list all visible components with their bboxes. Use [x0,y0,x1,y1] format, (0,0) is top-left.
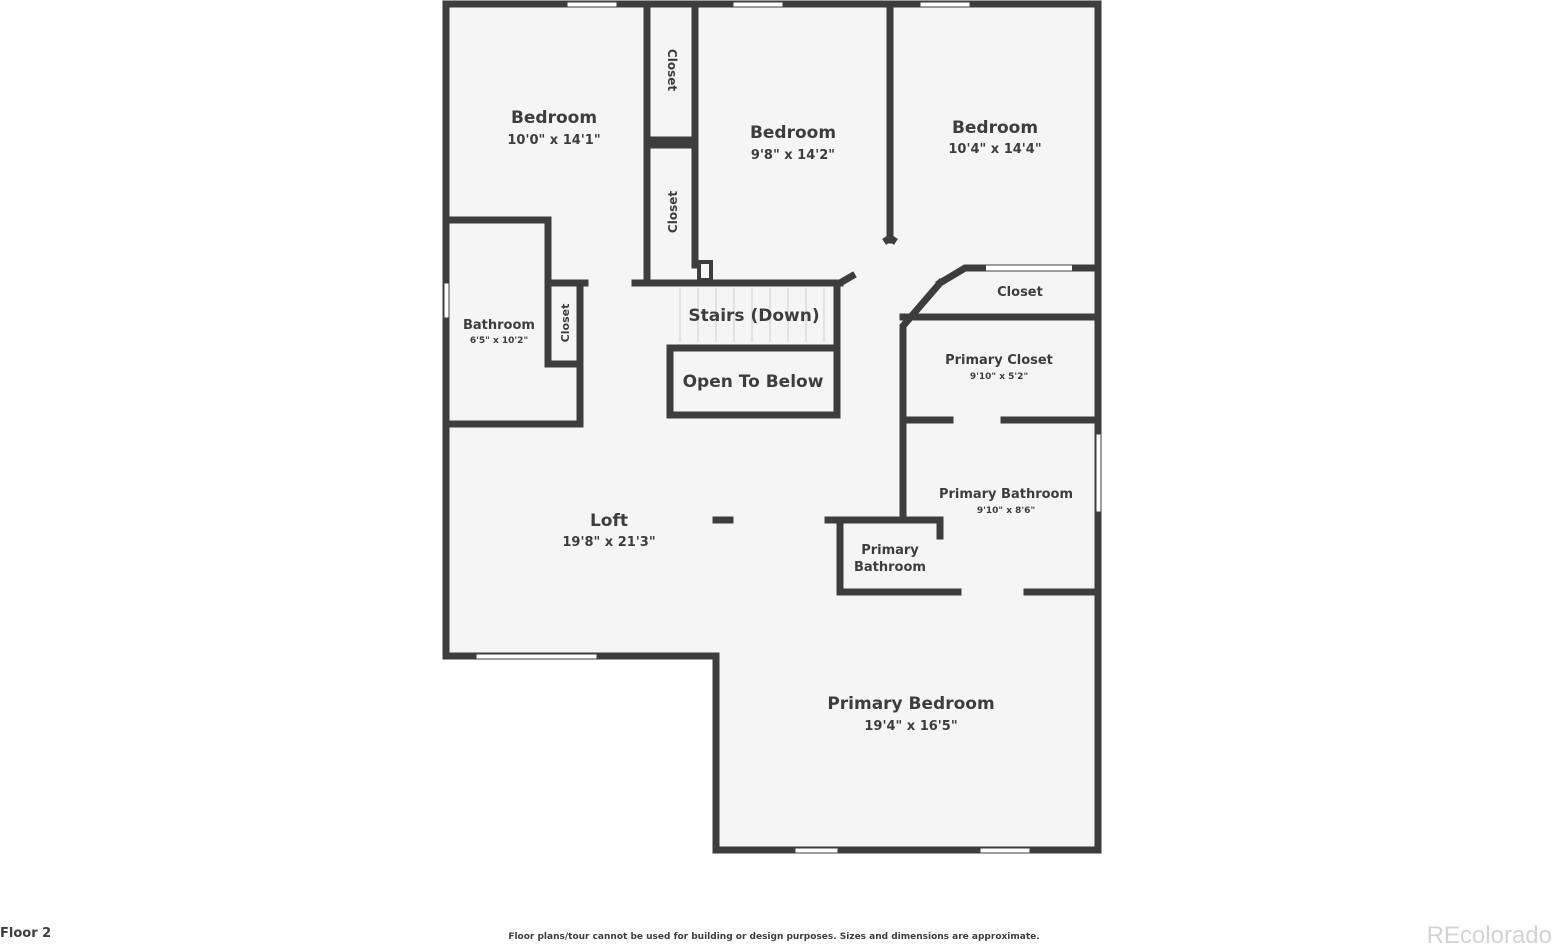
room-loft: Loft 19'8" x 21'3" [562,511,655,550]
room-dimensions: 9'10" x 5'2" [970,372,1028,382]
stair-treads [679,288,825,342]
room-dimensions: 10'0" x 14'1" [507,133,600,148]
room-name-line2: Bathroom [854,560,926,575]
room-dimensions: 10'4" x 14'4" [948,142,1041,157]
room-name: Primary Bathroom [939,487,1073,502]
room-name: Closet [666,191,680,233]
room-primary-wc: Primary Bathroom [854,543,926,575]
room-bedroom-ne: Bedroom 10'4" x 14'4" [948,118,1041,157]
room-primary-closet: Primary Closet 9'10" x 5'2" [945,353,1053,382]
room-dimensions: 9'10" x 8'6" [977,506,1035,516]
room-closet-2: Closet [666,191,680,233]
room-primary-bathroom: Primary Bathroom 9'10" x 8'6" [939,487,1073,516]
walls [442,0,1102,854]
room-name: Closet [559,304,572,343]
room-dimensions: 6'5" x 10'2" [470,336,528,346]
room-primary-bedroom: Primary Bedroom 19'4" x 16'5" [827,694,994,734]
room-name: Open To Below [683,372,824,392]
room-name: Primary Bedroom [827,694,994,714]
room-name: Primary Closet [945,353,1053,368]
windows [443,1,1101,853]
floor-area [446,4,1100,852]
room-closet-1: Closet [665,49,679,91]
room-name-line1: Primary [861,543,919,558]
room-dimensions: 19'4" x 16'5" [864,719,957,734]
room-bedroom-n: Bedroom 9'8" x 14'2" [750,123,836,163]
room-closet-3: Closet [559,304,572,343]
room-stairs: Stairs (Down) [688,306,819,326]
room-bathroom: Bathroom 6'5" x 10'2" [463,318,535,346]
room-name: Bathroom [463,318,535,333]
window-frames [443,1,1102,854]
room-name: Bedroom [952,118,1038,138]
room-name: Closet [665,49,679,91]
room-name: Bedroom [750,123,836,143]
room-dimensions: 19'8" x 21'3" [562,535,655,550]
room-name: Closet [997,285,1043,300]
room-name: Bedroom [511,108,597,128]
exterior-wall [442,0,1102,854]
room-dimensions: 9'8" x 14'2" [751,148,835,163]
room-open-to-below: Open To Below [683,372,824,392]
room-closet-4: Closet [997,285,1043,300]
room-name: Stairs (Down) [688,306,819,326]
floor-label: Floor 2 [0,926,52,941]
disclaimer-text: Floor plans/tour cannot be used for buil… [508,932,1040,942]
room-name: Loft [590,511,628,531]
room-bedroom-nw: Bedroom 10'0" x 14'1" [507,108,600,148]
brand-watermark: REcolorado [1426,922,1552,949]
